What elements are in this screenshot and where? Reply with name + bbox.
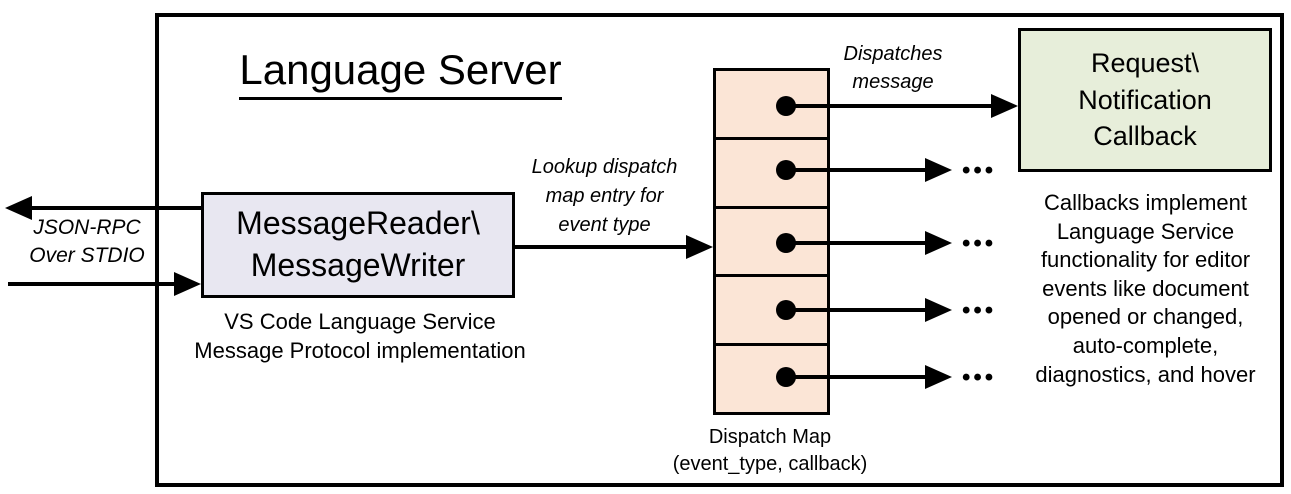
message-reader-writer-label: MessageReader\ MessageWriter: [236, 205, 480, 283]
dispatch-map-cell: [716, 71, 827, 140]
message-reader-writer-box: MessageReader\ MessageWriter: [201, 192, 515, 298]
callbacks-caption: Callbacks implement Language Service fun…: [1035, 190, 1256, 387]
lookup-dispatch-label: Lookup dispatch map entry for event type: [531, 156, 678, 236]
page-title: Language Server: [228, 46, 573, 100]
dispatches-message-label: Dispatches message: [843, 43, 943, 93]
dispatch-map-cell: [716, 209, 827, 278]
dispatch-map-cell: [716, 140, 827, 209]
dispatch-map-cell: [716, 277, 827, 347]
dispatch-map: [713, 68, 830, 415]
request-notification-callback-box: Request\ Notification Callback: [1018, 28, 1272, 172]
reader-box-caption: VS Code Language Service Message Protoco…: [194, 309, 526, 364]
language-server-title: Language Server: [239, 46, 562, 100]
dispatch-map-cell: [716, 346, 827, 412]
dispatch-map-caption: Dispatch Map (event_type, callback): [672, 426, 868, 475]
request-notification-callback-label: Request\ Notification Callback: [1078, 48, 1212, 152]
json-rpc-stdio-label: JSON-RPC Over STDIO: [29, 216, 145, 268]
